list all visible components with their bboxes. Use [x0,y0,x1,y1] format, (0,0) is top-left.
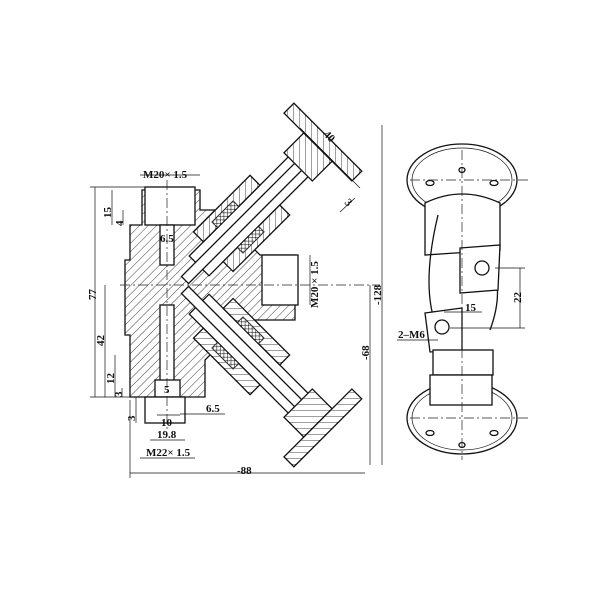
top-port-bore [144,186,196,226]
dim-19-8: 19.8 [157,429,177,441]
handle-wheel [283,388,363,468]
dim-42: 42 [95,335,107,347]
dim-4: 4 [114,220,126,226]
dim-12: 12 [105,373,117,385]
dim-88: -88 [237,465,252,477]
label-mount-holes: 2–M6 [398,329,425,341]
dim-3a: 3 [113,391,125,397]
dim-15: 15 [102,207,114,219]
dim-77: 77 [87,289,99,301]
dim-3b: 3 [126,415,138,421]
dimension-lines [90,125,383,478]
dim-68: -68 [360,345,372,360]
side-port-bore [261,254,299,306]
label-side-port: M20 × 1.5 [309,261,321,308]
dim-22: 22 [512,292,524,304]
label-bottom-port: M22× 1.5 [146,447,191,459]
dim-3-handle: 3 [342,197,355,210]
side-view [397,143,530,460]
handle-wheel [283,102,363,182]
lower-needle-valve [180,285,363,468]
dim-128: -128 [372,284,384,305]
dim-10: 10 [161,417,173,429]
bottom-fitting [144,396,186,424]
upper-needle-valve [180,102,363,285]
dim-5: 5 [164,384,170,396]
dim-15-side: 15 [465,302,477,314]
label-top-port: M20× 1.5 [143,169,188,181]
dim-6-5-top: 6.5 [160,233,174,245]
dim-6-5-bottom: 6.5 [206,403,220,415]
